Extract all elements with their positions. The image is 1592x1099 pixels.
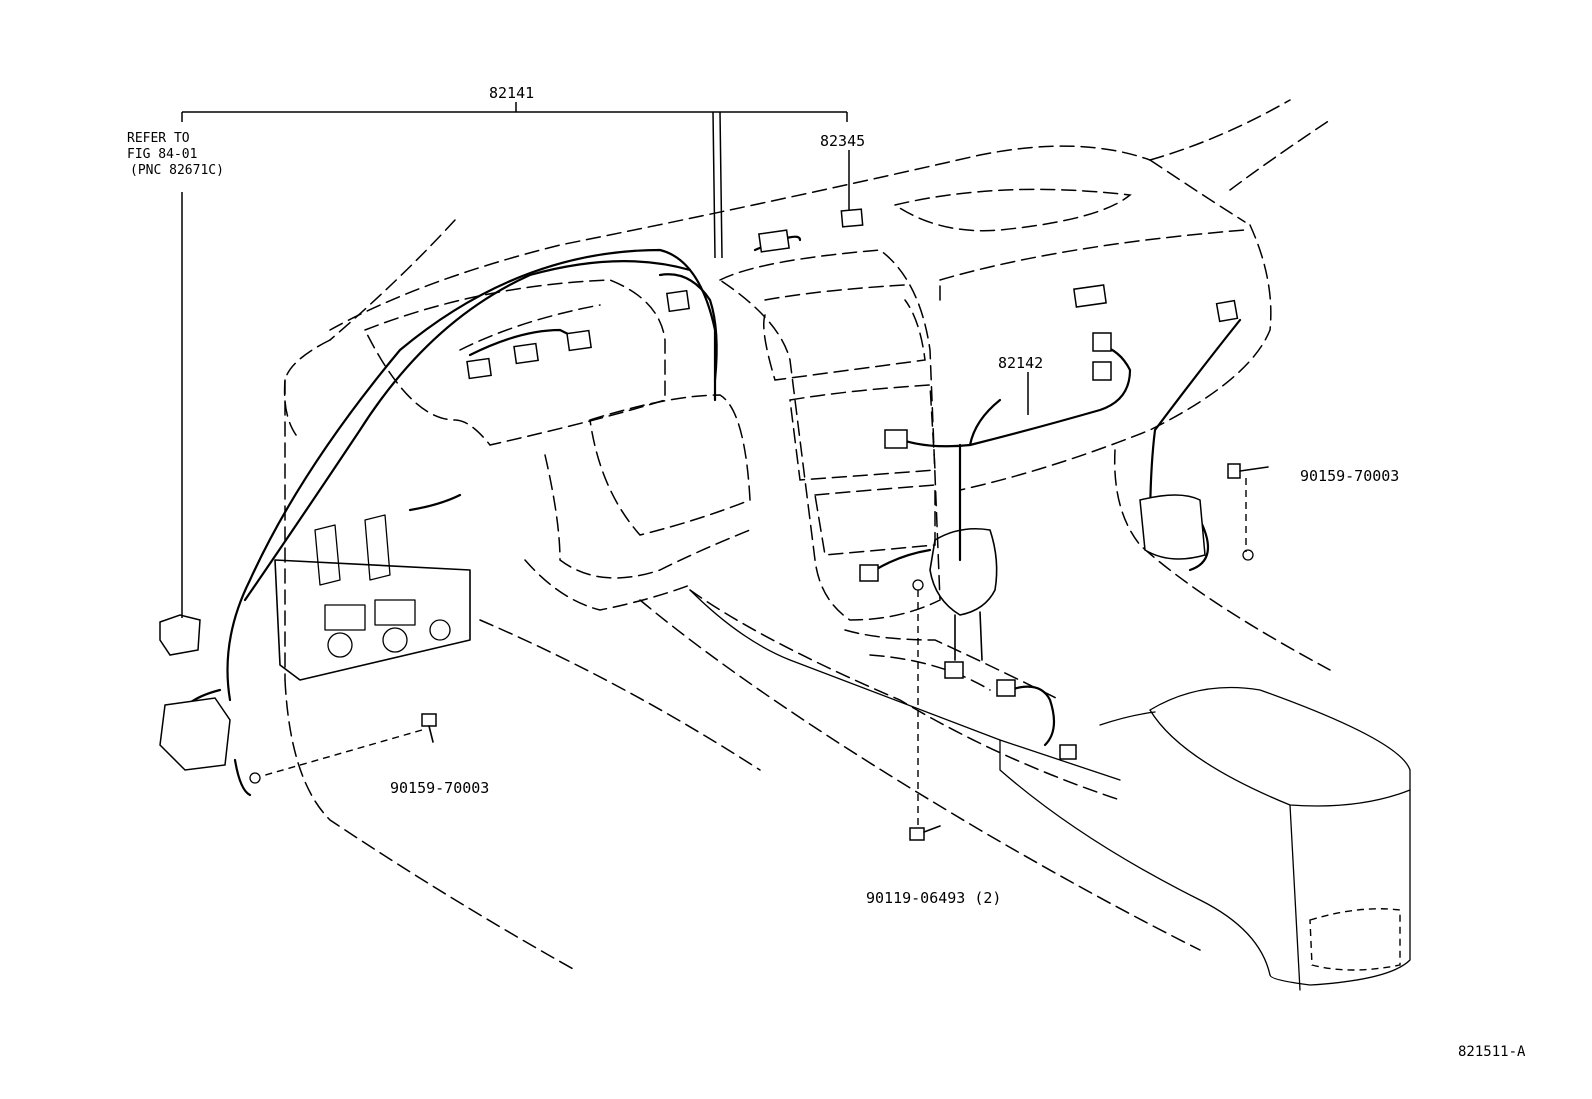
bolt-icon-left (421, 713, 437, 743)
label-bolt-right: 90159-70003 (1300, 467, 1399, 485)
label-82345: 82345 (820, 132, 865, 150)
label-82142: 82142 (998, 354, 1043, 372)
shift-lever (929, 527, 998, 661)
wire-harness-lines (173, 235, 1242, 797)
bolt-icons (421, 463, 1269, 841)
dashboard-outline (283, 99, 1331, 971)
label-bolt-left: 90159-70003 (390, 779, 489, 797)
label-82141: 82141 (489, 84, 534, 102)
leader-lines (181, 102, 1247, 828)
refer-note-line2: FIG 84-01 (127, 147, 197, 162)
refer-note-line3: (PNC 82671C) (130, 163, 224, 178)
refer-note: REFER TO FIG 84-01 (PNC 82671C) (127, 131, 224, 178)
refer-note-line1: REFER TO (127, 131, 190, 146)
connectors (159, 208, 1254, 784)
junction-block (274, 514, 471, 681)
figure-code: 821511-A (1458, 1044, 1526, 1060)
center-console (689, 589, 1411, 991)
label-bolt-bottom: 90119-06493 (2) (866, 889, 1001, 907)
bolt-icon-bottom (909, 825, 941, 841)
bolt-icon-right (1227, 463, 1269, 479)
